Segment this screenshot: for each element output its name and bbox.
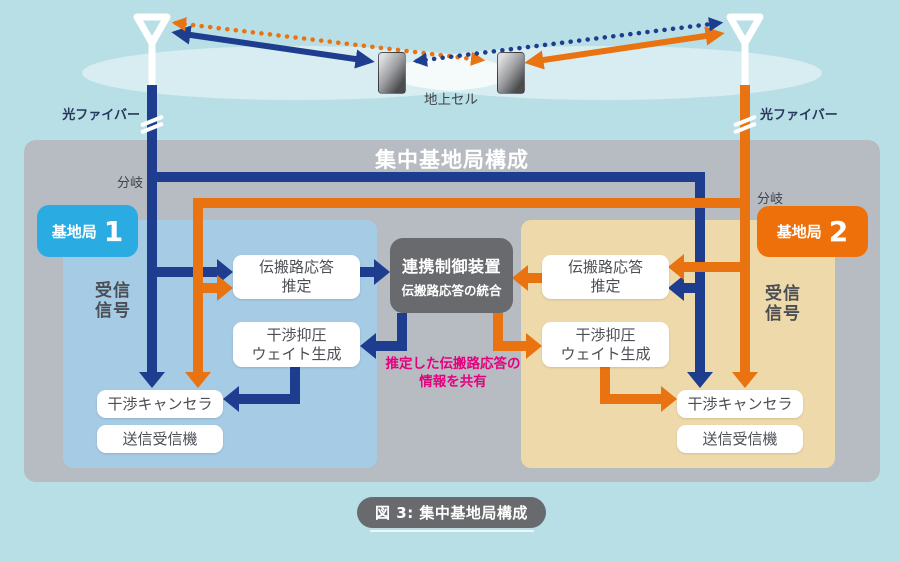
radio-links-layer (171, 17, 725, 70)
bs2-weight-generation-line2: ウェイト生成 (560, 344, 651, 363)
fiber-label-left: 光ファイバー (62, 108, 140, 123)
bs1-channel-estimation-line1: 伝搬路応答 (258, 258, 334, 277)
weight-right-to-canceller-hline (600, 394, 662, 404)
coordination-controller-subtitle: 伝搬路応答の統合 (401, 282, 502, 298)
bs2-channel-estimation-line1: 伝搬路応答 (567, 258, 643, 277)
bs1-to-est-left-line (147, 267, 217, 277)
bs1-badge-label: 基地局 (51, 222, 97, 241)
bs2-badge-label: 基地局 (776, 223, 822, 241)
bs1-channel-estimation-line2: 推定 (281, 277, 312, 295)
coordination-controller-title: 連携制御装置 (401, 256, 501, 276)
controller-to-weight-left-hline (376, 341, 407, 351)
figure-caption: 図 3: 集中基地局構成 (357, 497, 546, 528)
ground-cell-label: 地上セル (424, 92, 478, 108)
bs2-desired-signal-arrow (524, 26, 725, 70)
bs1-interference-dotted-arrow (412, 17, 724, 67)
controller-to-weight-right-arrowhead (526, 333, 542, 359)
bs2-badge: 基地局 2 (757, 206, 868, 257)
bs2-to-est-right-arrowhead (668, 254, 684, 280)
weight-right-to-canceller-arrowhead (661, 386, 677, 412)
bs2-interference-canceller-box: 干渉キャンセラ (677, 390, 803, 418)
bs2-to-est-left-line (193, 283, 217, 293)
est-left-to-controller-arrowhead (374, 259, 390, 285)
bs2-rx-signal-label: 受信 信号 (758, 284, 808, 324)
controller-to-weight-right-vline (493, 313, 503, 351)
share-note-line1: 推定した伝搬路応答の (385, 356, 521, 372)
share-note-line2: 情報を共有 (419, 373, 487, 390)
bs1-desired-signal-arrow (171, 25, 375, 69)
antenna-icon (726, 13, 764, 89)
branch-label-left: 分岐 (116, 176, 143, 191)
bs1-rx-line1: 受信 (95, 281, 131, 301)
est-right-to-controller-line (527, 273, 542, 283)
bs2-to-est-right-line (684, 262, 750, 272)
bs2-channel-estimation-line2: 推定 (590, 277, 621, 295)
bs2-weight-generation-box: 干渉抑圧 ウェイト生成 (542, 322, 669, 367)
bs2-weight-generation-line1: 干渉抑圧 (575, 325, 636, 344)
bs1-badge: 基地局 1 (37, 205, 138, 257)
bs1-rx-signal-label: 受信 信号 (88, 281, 138, 321)
bs2-channel-estimation-box: 伝搬路応答 推定 (542, 255, 669, 299)
bs1-interference-canceller-box: 干渉キャンセラ (97, 390, 223, 418)
bs2-transceiver-label: 送信受信機 (702, 429, 778, 448)
weight-left-to-canceller-vline (290, 367, 300, 404)
branch-label-right: 分岐 (757, 192, 784, 207)
mobile-phone-icon (497, 52, 525, 94)
bs1-to-est-right-line (684, 283, 705, 293)
bs2-interference-canceller-label: 干渉キャンセラ (687, 394, 793, 413)
est-right-to-controller-arrowhead (512, 265, 528, 291)
weight-left-to-canceller-hline (239, 394, 300, 404)
bs2-to-est-left-arrowhead (217, 275, 233, 301)
bs1-weight-generation-line2: ウェイト生成 (251, 344, 342, 363)
bs1-weight-generation-line1: 干渉抑圧 (266, 325, 327, 344)
mobile-phone-icon (378, 52, 406, 94)
weight-right-to-canceller-vline (600, 367, 610, 404)
bs1-weight-generation-box: 干渉抑圧 ウェイト生成 (233, 322, 360, 367)
bs1-branch-vertical-line (695, 172, 705, 372)
bs1-badge-number: 1 (103, 214, 124, 248)
bs2-branch-arrowhead (185, 372, 211, 388)
bs1-fiber-line (147, 85, 157, 372)
est-left-to-controller-line (360, 267, 375, 277)
bs1-branch-horizontal-line (147, 172, 705, 182)
coordination-controller-box: 連携制御装置 伝搬路応答の統合 (390, 238, 513, 313)
controller-to-weight-left-arrowhead (360, 333, 376, 359)
bs1-transceiver-box: 送信受信機 (97, 425, 223, 453)
bs1-rx-line2: 信号 (95, 301, 131, 322)
bs1-transceiver-label: 送信受信機 (122, 429, 198, 448)
fiber-label-right: 光ファイバー (760, 108, 838, 123)
bs2-rx-line1: 受信 (765, 284, 801, 304)
bs2-branch-horizontal-line (193, 198, 750, 208)
bs1-interference-canceller-label: 干渉キャンセラ (107, 394, 213, 413)
controller-to-weight-left-vline (397, 313, 407, 351)
controller-to-weight-right-hline (496, 341, 526, 351)
weight-left-to-canceller-arrowhead (223, 386, 239, 412)
share-note: 推定した伝搬路応答の 情報を共有 (358, 356, 548, 391)
caption-shine (370, 530, 534, 532)
bs1-branch-arrowhead (687, 372, 713, 388)
bs2-fiber-arrowhead (732, 372, 758, 388)
bs1-fiber-arrowhead (139, 372, 165, 388)
central-station-title: 集中基地局構成 (375, 148, 529, 172)
antenna-icon (133, 13, 171, 89)
bs2-rx-line2: 信号 (765, 304, 801, 325)
bs1-to-est-right-arrowhead (668, 275, 684, 301)
bs2-fiber-line (740, 85, 750, 372)
bs2-transceiver-box: 送信受信機 (677, 425, 803, 453)
bs2-badge-number: 2 (828, 215, 849, 248)
bs1-channel-estimation-box: 伝搬路応答 推定 (233, 255, 360, 299)
